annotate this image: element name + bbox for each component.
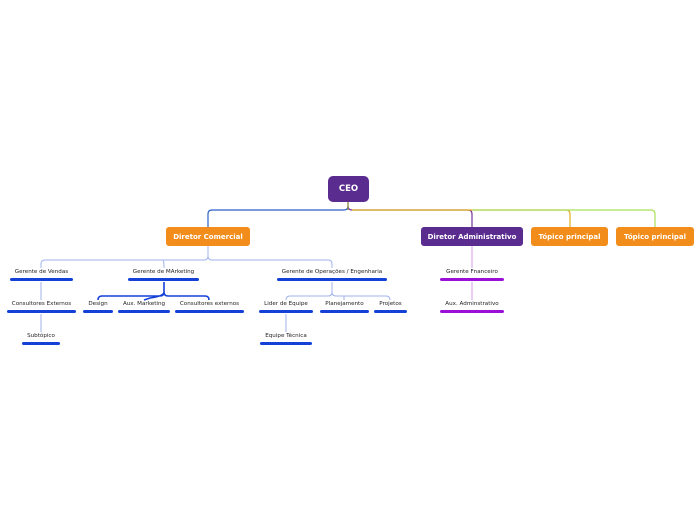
topic-diretor-administrativo[interactable]: Diretor Administrativo	[421, 227, 523, 246]
link-root-comercial	[207, 202, 349, 227]
link-marketing-children	[97, 282, 210, 301]
subtopic-label: Gerente Fnanceiro	[446, 269, 498, 275]
subtopic-gerente-financeiro[interactable]: Gerente Fnanceiro	[440, 268, 504, 281]
subtopic-underline	[277, 278, 387, 281]
subtopic-underline	[374, 310, 407, 313]
subtopic-label: Projetos	[379, 301, 402, 307]
subtopic-label: Gerente de Operações / Engenharia	[281, 269, 383, 275]
subtopic-gerente-operacoes[interactable]: Gerente de Operações / Engenharia	[277, 268, 387, 281]
subtopic-subtopico[interactable]: Subtópico	[22, 332, 60, 345]
subtopic-label: Equipe Técnica	[265, 333, 307, 339]
subtopic-underline	[260, 342, 312, 345]
subtopic-underline	[118, 310, 170, 313]
subtopic-design[interactable]: Design	[83, 300, 113, 313]
topic-label: Diretor Administrativo	[427, 232, 517, 241]
subtopic-label: Consultores Externos	[11, 301, 72, 307]
subtopic-aux-administrativo[interactable]: Aux. Adminstrativo	[440, 300, 504, 313]
subtopic-label: Consultores externos	[179, 301, 240, 307]
subtopic-projetos[interactable]: Projetos	[374, 300, 407, 313]
topic-label: Diretor Comercial	[173, 232, 243, 241]
subtopic-underline	[440, 310, 504, 313]
subtopic-label: Design	[88, 301, 108, 307]
subtopic-gerente-marketing[interactable]: Gerente de MArketing	[128, 268, 199, 281]
subtopic-equipe-tecnica[interactable]: Equipe Técnica	[260, 332, 312, 345]
subtopic-consultores-externos-mkt[interactable]: Consultores externos	[175, 300, 244, 313]
subtopic-label: Gerente de MArketing	[132, 269, 195, 275]
link-root-topico1	[352, 209, 571, 227]
topic-topico-principal-2[interactable]: Tópico principal	[616, 227, 694, 246]
subtopic-underline	[259, 310, 313, 313]
subtopic-underline	[10, 278, 73, 281]
subtopic-lider-equipe[interactable]: Lider de Equipe	[259, 300, 313, 313]
topic-topico-principal-1[interactable]: Tópico principal	[531, 227, 608, 246]
link-operacoes-children	[285, 282, 391, 301]
subtopic-planejamento[interactable]: Planejamento	[320, 300, 369, 313]
subtopic-underline	[440, 278, 504, 281]
subtopic-underline	[175, 310, 244, 313]
link-root-administrativo	[347, 205, 473, 227]
topic-diretor-comercial[interactable]: Diretor Comercial	[166, 227, 250, 246]
subtopic-label: Aux. Marketing	[122, 301, 166, 307]
root-node-ceo[interactable]: CEO	[328, 176, 369, 202]
root-label: CEO	[338, 184, 359, 194]
subtopic-aux-marketing[interactable]: Aux. Marketing	[118, 300, 170, 313]
topic-label: Tópico principal	[538, 232, 601, 241]
link-comercial-children	[40, 246, 333, 269]
subtopic-consultores-externos[interactable]: Consultores Externos	[7, 300, 76, 313]
subtopic-gerente-vendas[interactable]: Gerente de Vendas	[10, 268, 73, 281]
subtopic-underline	[320, 310, 369, 313]
link-root-topico2	[472, 209, 656, 227]
subtopic-label: Subtópico	[27, 333, 55, 339]
subtopic-underline	[128, 278, 199, 281]
subtopic-underline	[7, 310, 76, 313]
subtopic-label: Aux. Adminstrativo	[445, 301, 499, 307]
subtopic-label: Gerente de Vendas	[14, 269, 69, 275]
subtopic-label: Planejamento	[325, 301, 364, 307]
topic-label: Tópico principal	[624, 232, 686, 241]
subtopic-underline	[22, 342, 60, 345]
subtopic-underline	[83, 310, 113, 313]
subtopic-label: Lider de Equipe	[264, 301, 308, 307]
